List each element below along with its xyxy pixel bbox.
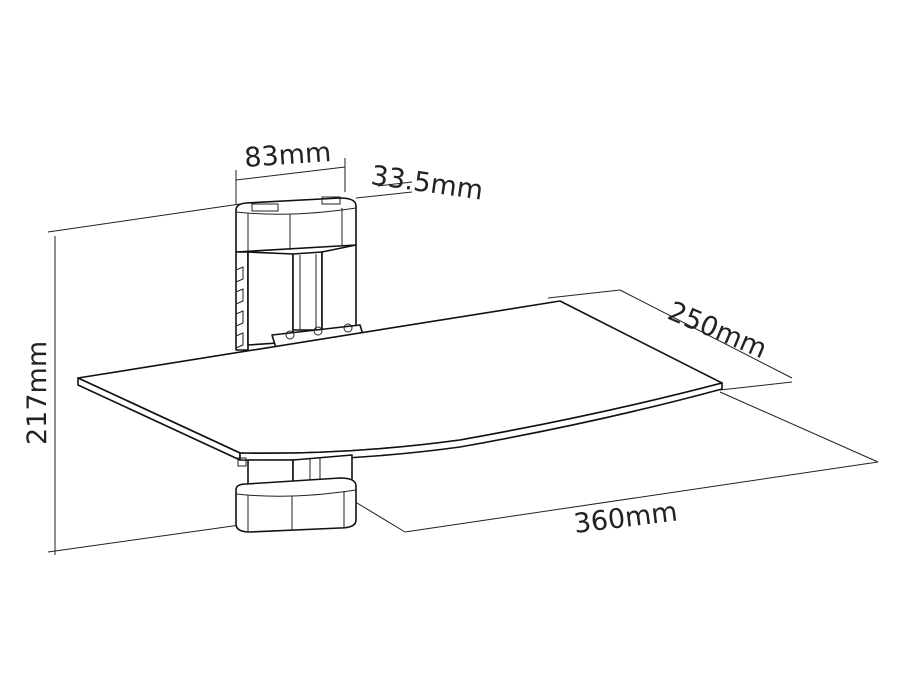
dim-label-shelf-width: 360mm xyxy=(572,496,679,539)
dim-label-total-height: 217mm xyxy=(22,341,53,445)
dim-label-shelf-depth: 250mm xyxy=(663,296,771,365)
dim-label-column-depth: 33.5mm xyxy=(369,160,485,206)
upper-column xyxy=(235,196,365,355)
glass-shelf xyxy=(77,300,723,462)
dim-label-column-width: 83mm xyxy=(243,137,332,174)
column-notches xyxy=(235,266,244,349)
lower-column xyxy=(235,454,357,533)
dimension-lines xyxy=(47,158,879,555)
